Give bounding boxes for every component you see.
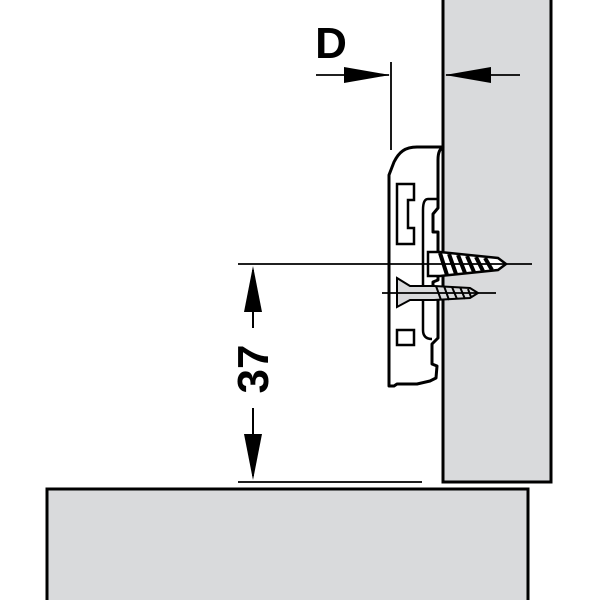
plate-slot-top	[395, 182, 416, 246]
depth-arrow-right	[445, 67, 491, 83]
height-arrow-up	[244, 266, 262, 312]
plate-inner-edge	[421, 197, 438, 341]
height-label: 37	[229, 345, 278, 394]
plate-slot-bottom	[395, 328, 416, 347]
height-label-bg	[236, 328, 270, 408]
depth-label: D	[315, 19, 347, 68]
side-panel	[441, 0, 553, 484]
height-arrow-down	[244, 434, 262, 480]
bottom-panel	[45, 487, 530, 605]
depth-arrow-left	[344, 67, 390, 83]
